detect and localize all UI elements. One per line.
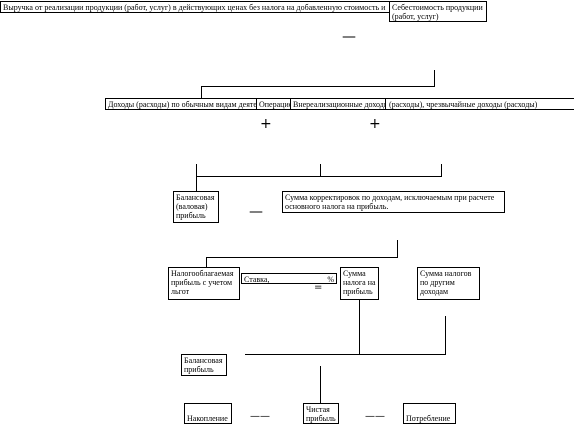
profit-tax-box: Сумма налога на прибыль	[340, 267, 379, 300]
connector-line	[434, 70, 435, 86]
plus-sign-2: +	[369, 116, 381, 132]
tax-rate-label: Ставка,	[244, 275, 270, 284]
revenue-box: Выручка от реализации продукции (работ, …	[0, 1, 392, 13]
connector-line	[397, 240, 398, 257]
net-profit-box: Чистая прибыль	[303, 403, 339, 424]
plus-sign-1: +	[260, 116, 272, 132]
connector-line	[441, 164, 442, 177]
connector-line	[320, 164, 321, 177]
connector-line	[445, 316, 446, 354]
accumulation-box: Накопление	[184, 403, 232, 424]
connector-line	[206, 257, 207, 267]
minus-sign-top: —	[342, 29, 356, 45]
operating-income-box: Операционные	[256, 98, 292, 110]
dash-left: ——	[250, 411, 270, 422]
equals-sign: =	[314, 282, 323, 293]
connector-line	[245, 354, 446, 355]
adjustments-box: Сумма корректировок по доходам, исключае…	[282, 191, 505, 213]
nonoperating-income-box: Внереализационные доходы	[290, 98, 386, 110]
ordinary-income-label: Доходы (расходы) по обычным видам деятел…	[108, 100, 285, 109]
connector-line	[201, 86, 435, 87]
other-taxes-box: Сумма налогов по другим доходам	[417, 267, 480, 300]
minus-sign-mid: —	[249, 204, 263, 220]
consumption-box: Потребление	[403, 403, 456, 424]
balance-profit-box: Балансовая прибыль	[181, 354, 227, 376]
connector-line	[206, 257, 398, 258]
connector-line	[201, 86, 202, 98]
connector-line	[359, 300, 360, 354]
extraordinary-income-label: (расходы), чрезвычайные доходы (расходы)	[389, 100, 539, 109]
connector-line	[196, 176, 442, 177]
tax-rate-box: Ставка, %	[241, 273, 337, 284]
gross-profit-box: Балансовая (валовая) прибыль	[173, 191, 219, 223]
dash-right: ——	[365, 411, 385, 422]
cost-box: Себестоимость продукции (работ, услуг)	[389, 1, 487, 22]
taxable-profit-box: Налогооблагаемая прибыль с учетом льгот	[168, 267, 240, 300]
tax-rate-unit: %	[327, 275, 334, 284]
connector-line	[196, 164, 197, 192]
connector-line	[320, 366, 321, 403]
